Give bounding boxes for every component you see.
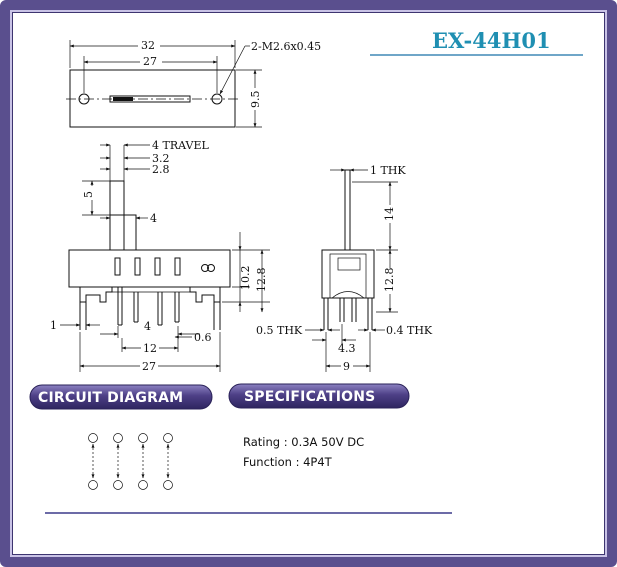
dim-4-3: 4.3: [338, 342, 356, 355]
side-view: 1 THK 14 12.8 0.5 THK 0.4 THK 4.3 9: [256, 164, 433, 373]
dim-3-2: 3.2: [152, 152, 170, 165]
circuit-diagram-pill: [29, 384, 213, 410]
dim-4-actuator: 4: [150, 212, 157, 225]
screw-leader: [219, 45, 246, 95]
side-actuator: [344, 169, 351, 251]
front-view: 4 TRAVEL 3.2 2.8 5 4 10.2 12.8 1: [50, 139, 270, 373]
dim-travel: 4 TRAVEL: [152, 139, 209, 152]
side-pins: [323, 298, 373, 330]
actuator-knob: [113, 97, 133, 101]
actuator-base: [109, 214, 137, 251]
spec-rating: Rating : 0.3A 50V DC: [243, 435, 364, 449]
part-number-title: EX-44H01: [432, 28, 551, 53]
specifications-header: SPECIFICATIONS: [228, 383, 410, 409]
title-block: EX-44H01: [370, 28, 583, 56]
dim-12-8-front: 12.8: [255, 268, 268, 293]
dim-12: 12: [143, 342, 157, 355]
dim-10-2: 10.2: [239, 266, 252, 291]
dim-5: 5: [82, 191, 95, 198]
circuit-diagram-header: CIRCUIT DIAGRAM: [29, 384, 213, 410]
dim-2-8: 2.8: [152, 163, 170, 176]
specifications-label: SPECIFICATIONS: [244, 389, 375, 405]
actuator-slot: [109, 95, 191, 103]
dim-0-5-thk: 0.5 THK: [256, 324, 303, 337]
terminal-pins: [79, 287, 221, 330]
dim-4-pitch: 4: [144, 320, 151, 333]
dim-1-thk: 1 THK: [370, 164, 406, 177]
dim-1: 1: [50, 319, 57, 332]
dim-27-bottom: 27: [142, 360, 156, 373]
switch-body: [68, 249, 231, 288]
dim-9: 9: [343, 360, 350, 373]
dim-12-8-side: 12.8: [383, 268, 396, 293]
dim-0-4-thk: 0.4 THK: [386, 324, 433, 337]
spec-function: Function : 4P4T: [243, 455, 333, 469]
dim-screw: 2-M2.6x0.45: [251, 40, 321, 53]
circuit-schematic: [88, 433, 173, 490]
top-view-body: [69, 69, 236, 128]
circuit-diagram-label: CIRCUIT DIAGRAM: [38, 390, 183, 406]
dim-9-5: 9.5: [249, 91, 262, 109]
dim-32: 32: [141, 39, 155, 52]
dim-14: 14: [383, 207, 396, 221]
dim-0-6: 0.6: [194, 331, 212, 344]
specifications-pill: [228, 383, 410, 409]
top-view: 32 27 2-M2.6x0.45 9.5: [66, 38, 321, 128]
dim-27-top: 27: [143, 55, 157, 68]
specifications-text: Rating : 0.3A 50V DC Function : 4P4T: [243, 435, 364, 469]
